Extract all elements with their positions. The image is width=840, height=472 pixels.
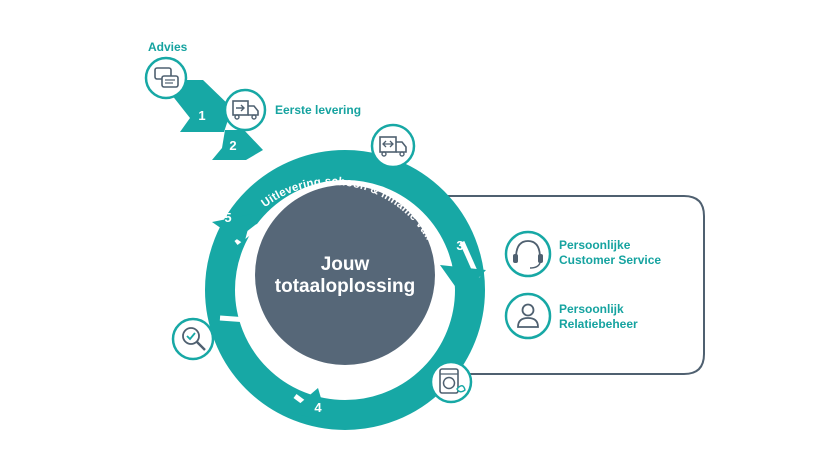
- headset-icon: [504, 230, 552, 278]
- label-eerste-levering: Eerste levering: [275, 103, 362, 117]
- service-customer-service: Persoonlijke Customer Service: [559, 238, 661, 268]
- step-number-2: 2: [229, 138, 236, 153]
- washing-machine-icon: [429, 360, 473, 404]
- ring-arrow-bottom: [290, 388, 328, 422]
- chat-bubbles-icon: [144, 56, 188, 100]
- service-customer-service-line-1: Persoonlijke: [559, 238, 631, 252]
- service-panel: [445, 195, 705, 375]
- ring-arrow-right: [440, 265, 486, 296]
- magnifier-check-icon: [171, 317, 215, 361]
- center-line-2: totaaloplossing: [275, 276, 415, 297]
- step-number-4: 4: [314, 400, 322, 415]
- chevron-step-2: [212, 130, 263, 160]
- person-icon: [504, 292, 552, 340]
- step-number-5: 5: [224, 210, 231, 225]
- ring-arrow-left: [212, 214, 252, 244]
- center-line-1: Jouw: [321, 254, 370, 275]
- step-number-1: 1: [198, 108, 205, 123]
- label-advies: Advies: [148, 40, 188, 54]
- service-relatiebeheer-line-1: Persoonlijk: [559, 302, 624, 316]
- delivery-truck-icon: [223, 88, 267, 132]
- center-circle: [255, 185, 435, 365]
- step-number-3: 3: [456, 238, 463, 253]
- service-relatiebeheer-line-2: Relatiebeheer: [559, 317, 638, 331]
- exchange-truck-icon: [370, 123, 416, 169]
- service-customer-service-line-2: Customer Service: [559, 253, 662, 267]
- process-ring: [205, 150, 485, 430]
- service-relatiebeheer: Persoonlijk Relatiebeheer: [559, 302, 638, 332]
